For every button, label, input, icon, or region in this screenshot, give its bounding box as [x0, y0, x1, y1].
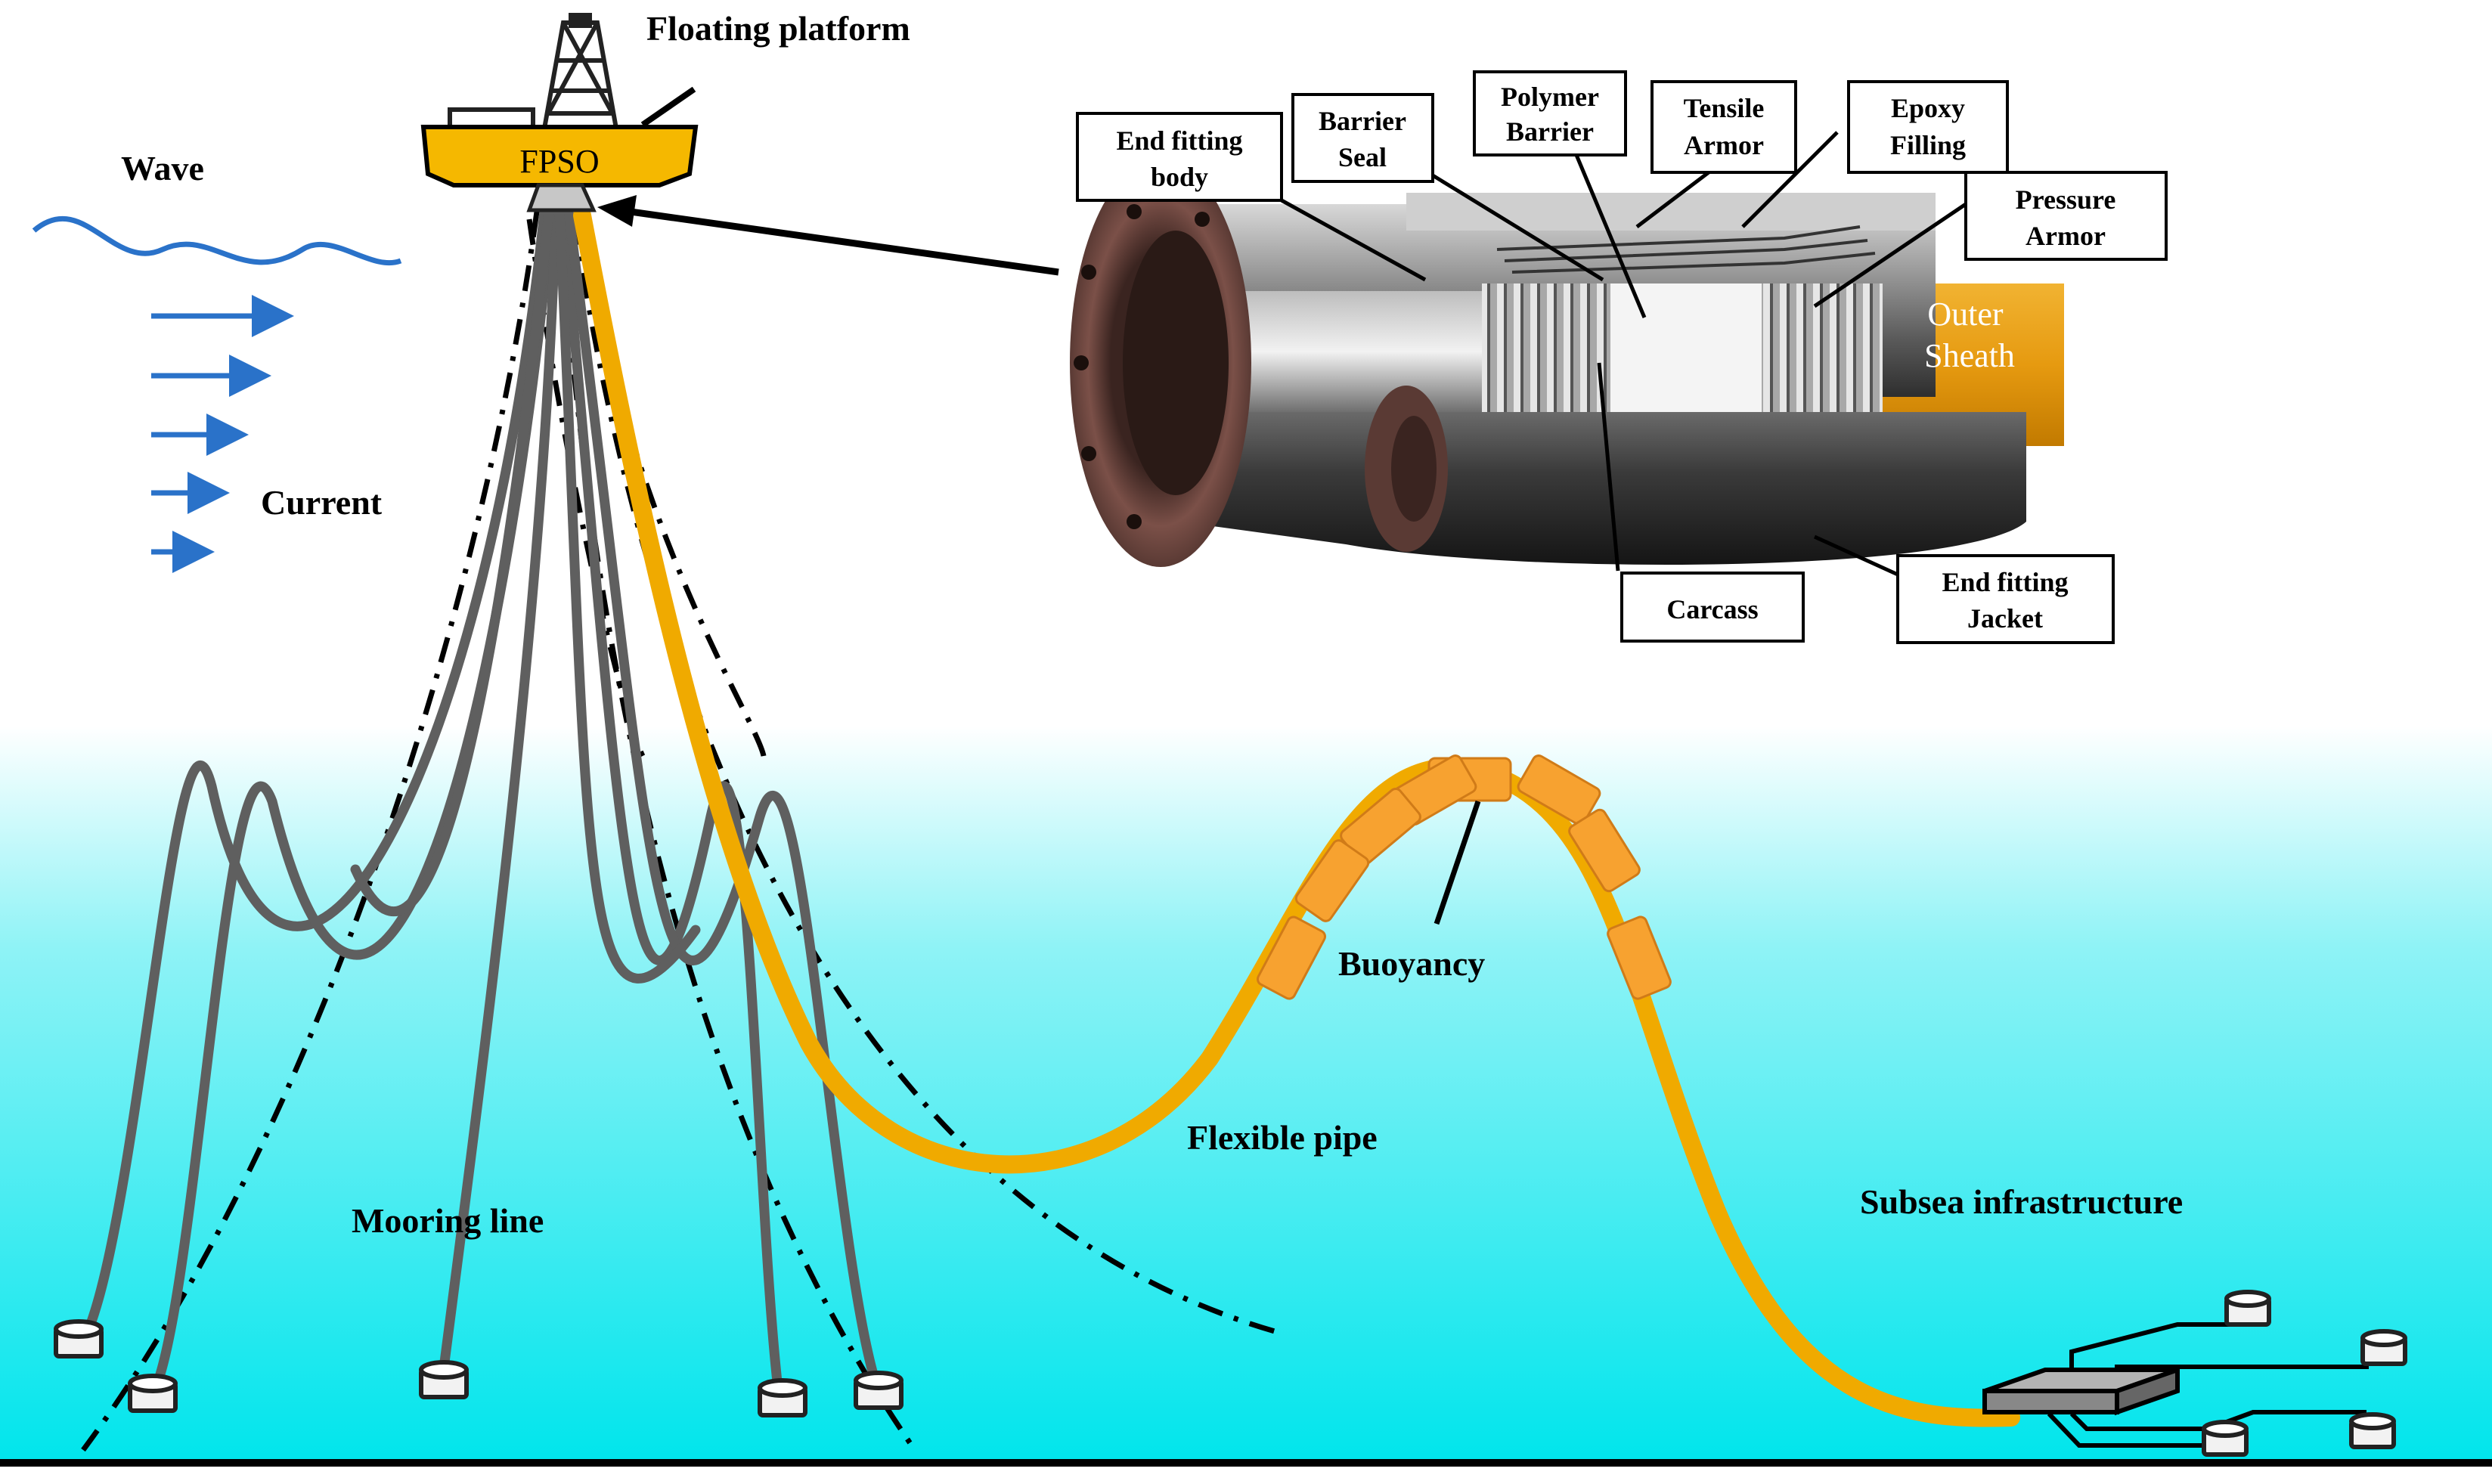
buoyancy-label: Buoyancy: [1338, 944, 1485, 983]
current-label: Current: [261, 483, 383, 522]
callout-arrow-line: [619, 206, 1059, 276]
anchor-pile-icon: [2360, 1329, 2407, 1366]
buoyancy-leader: [1434, 800, 1481, 925]
flexible-pipe-label: Flexible pipe: [1187, 1118, 1378, 1157]
buoyancy-module: [1257, 915, 1326, 1000]
polymer-barrier-layer: [1610, 283, 1769, 416]
anchor-pile-icon: [128, 1374, 178, 1413]
fitting-jacket: [1179, 412, 2026, 565]
manifold-icon: [1982, 1290, 2407, 1457]
fpso-platform: FPSO: [420, 13, 699, 212]
pressure-armor-coil: [1762, 283, 1883, 416]
derrick-icon: [541, 13, 619, 131]
fpso-label: FPSO: [519, 143, 599, 180]
current-arrows: [151, 295, 294, 573]
fpso-hull: [420, 125, 699, 187]
callout-arrowhead: [597, 195, 637, 227]
svg-text:Carcass: Carcass: [1666, 594, 1758, 624]
flange-bore: [1123, 231, 1229, 495]
mooring-line-label: Mooring line: [352, 1201, 544, 1240]
armor-wires: [1496, 225, 1876, 274]
anchor-pile-icon: [854, 1371, 904, 1410]
cut-top-face: [1406, 193, 1936, 231]
buoyancy-module: [1294, 839, 1370, 922]
subsea-infrastructure-label: Subsea infrastructure: [1860, 1182, 2183, 1221]
jacket-end-bore: [1391, 416, 1437, 522]
floating-platform-label: Floating platform: [646, 9, 910, 48]
anchor-pile-icon: [2202, 1420, 2249, 1457]
buoyancy-modules: [1257, 754, 1672, 1000]
carcass-coil: [1482, 283, 1622, 416]
buoyancy-module: [1607, 915, 1672, 1000]
buoyancy-module: [1568, 808, 1641, 893]
wave-line: [32, 216, 402, 265]
anchor-piles: [54, 1319, 904, 1417]
anchor-pile-icon: [2224, 1290, 2271, 1327]
callout-carcass: Carcass: [1620, 572, 1805, 643]
flexible-pipe: [573, 206, 2020, 1427]
buoyancy-module: [1517, 754, 1601, 826]
sea-area: [0, 726, 2492, 1463]
anchor-pile-icon: [54, 1319, 104, 1359]
anchor-pile-icon: [758, 1378, 807, 1417]
outer-sheath-label: Outer Sheath: [1924, 296, 2015, 374]
anchor-pile-icon: [419, 1360, 469, 1399]
crane-boom: [640, 86, 696, 128]
turret: [526, 183, 597, 212]
wave-label: Wave: [121, 149, 204, 187]
mooring-lines: [70, 206, 882, 1402]
flange-bolts: [1074, 204, 1210, 529]
callout-leaders: [1280, 131, 1967, 577]
anchor-pile-icon: [2349, 1412, 2396, 1449]
